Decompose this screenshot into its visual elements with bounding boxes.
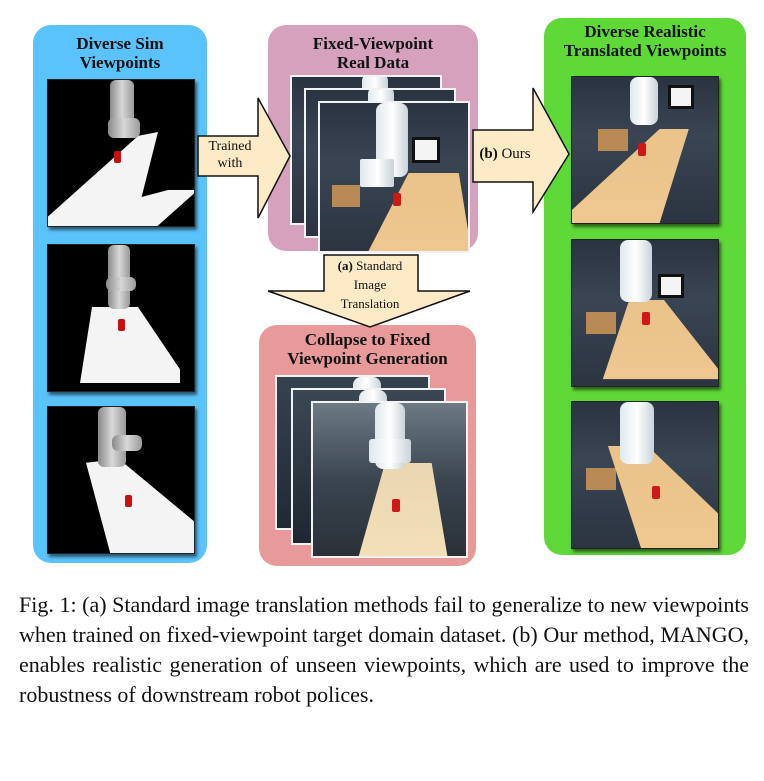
standard-translation-label: (a) Standard Image Translation bbox=[337, 258, 403, 311]
sim-image-2 bbox=[47, 244, 195, 392]
ours-panel-title: Diverse Realistic Translated Viewpoints bbox=[563, 22, 727, 60]
collapse-panel-title: Collapse to Fixed Viewpoint Generation bbox=[287, 330, 448, 368]
real-image-front bbox=[318, 101, 470, 253]
sim-image-3 bbox=[47, 406, 195, 554]
diverse-realistic-panel: Diverse Realistic Translated Viewpoints bbox=[544, 18, 746, 555]
ours-image-3 bbox=[571, 401, 719, 549]
trained-with-label: Trained with bbox=[208, 139, 252, 171]
real-panel-title: Fixed-Viewpoint Real Data bbox=[312, 34, 434, 72]
fixed-viewpoint-real-panel: Fixed-Viewpoint Real Data bbox=[268, 25, 478, 253]
collapse-fixed-viewpoint-panel: Collapse to Fixed Viewpoint Generation bbox=[259, 325, 476, 566]
sim-viewpoints-panel: Diverse Sim Viewpoints bbox=[33, 25, 207, 563]
sim-panel-title: Diverse Sim Viewpoints bbox=[76, 34, 164, 72]
ours-arrow: (b) Ours bbox=[471, 86, 571, 214]
collapse-image-front bbox=[311, 401, 468, 558]
standard-translation-arrow: (a) Standard Image Translation bbox=[266, 253, 472, 329]
sim-image-1 bbox=[47, 79, 195, 227]
figure-caption: Fig. 1: (a) Standard image translation m… bbox=[19, 592, 749, 707]
ours-image-2 bbox=[571, 239, 719, 387]
ours-image-1 bbox=[571, 76, 719, 224]
ours-arrow-label: (b) Ours bbox=[479, 146, 531, 162]
trained-with-arrow: Trained with bbox=[196, 96, 292, 220]
